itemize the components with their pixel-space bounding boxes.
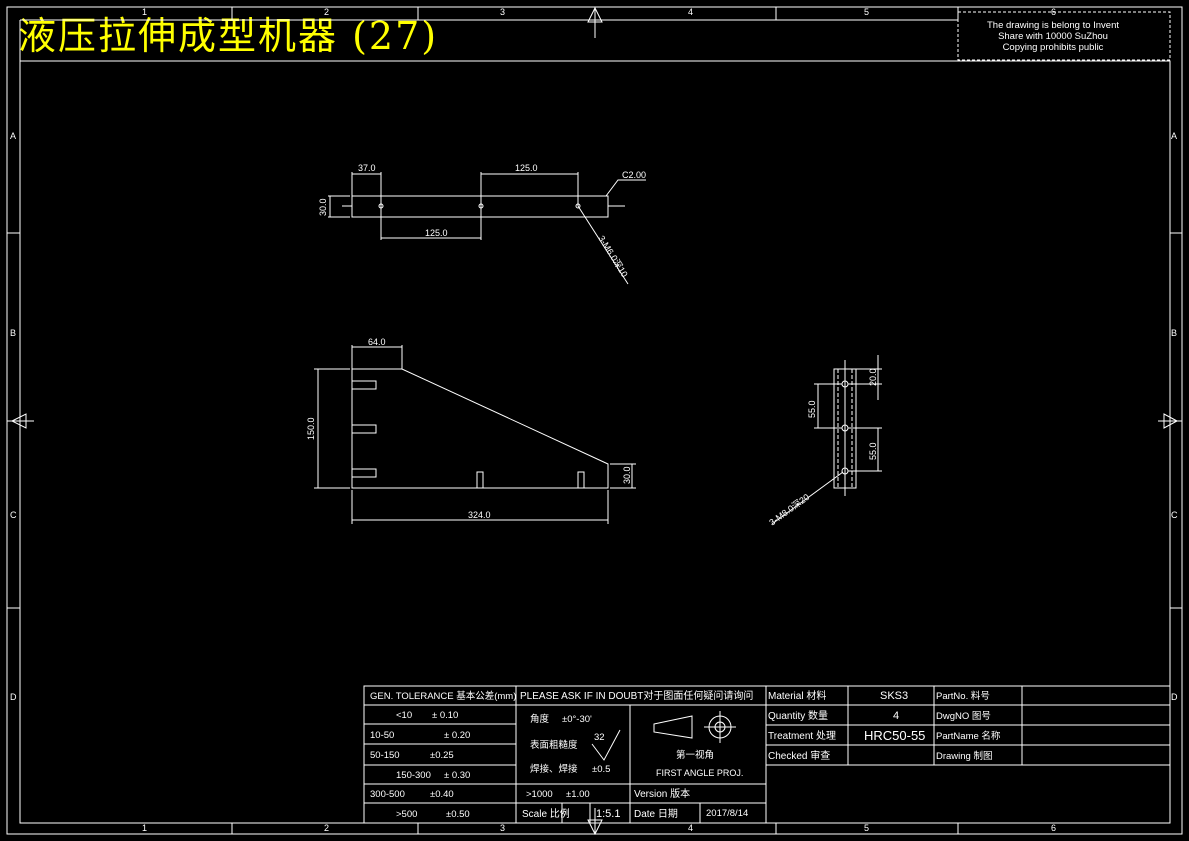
tol-range: 50-150 [370,750,400,761]
thread-callout: 3-M6.0深10 [596,234,629,279]
projection-cn: 第一视角 [676,749,714,761]
weld-value: ±0.5 [592,764,610,775]
date-label: Date 日期 [634,808,678,820]
projection-en: FIRST ANGLE PROJ. [656,768,743,778]
row-label: B [10,328,16,338]
dim-label: 150.0 [306,417,316,440]
quantity-label: Quantity 数量 [768,709,828,722]
watermark-line: Copying prohibits public [1003,42,1104,53]
gen-tolerance-label: GEN. TOLERANCE 基本公差(mm) [370,690,516,702]
over1000-value: ±1.00 [566,789,590,800]
col-label: 5 [864,823,869,833]
watermark-line: The drawing is belong to Invent [987,20,1119,31]
surface-label: 表面粗糙度 [530,739,578,751]
tol-range: 10-50 [370,730,394,741]
tol-value: ± 0.30 [444,770,470,781]
tol-range: 300-500 [370,789,405,800]
weld-label: 焊接、焊接 [530,763,578,775]
dim-label: 55.0 [807,400,817,418]
scale-value: 1:5.1 [596,808,620,820]
row-label: D [1171,692,1178,702]
tol-value: ± 0.10 [432,710,458,721]
quantity-value: 4 [893,710,899,722]
col-label: 3 [500,7,505,17]
watermark-box: The drawing is belong to Invent Share wi… [957,11,1171,61]
angle-label: 角度 [530,713,550,725]
material-value: SKS3 [880,690,908,702]
tol-value: ±0.50 [446,809,470,820]
col-label: 6 [1051,7,1056,17]
partname-label: PartName 名称 [936,730,1001,742]
row-label: D [10,692,17,702]
please-ask-label: PLEASE ASK IF IN DOUBT对于图面任何疑问请询问 [520,689,753,702]
scale-label: Scale 比例 [522,807,570,820]
row-label: B [1171,328,1177,338]
col-label: 1 [142,823,147,833]
tol-range: 150-300 [396,770,431,781]
over1000-label: >1000 [526,789,553,800]
col-label: 5 [864,7,869,17]
title-block-text: GEN. TOLERANCE 基本公差(mm) PLEASE ASK IF IN… [370,689,1001,820]
row-label: A [1171,131,1177,141]
dim-label: 37.0 [358,163,376,173]
col-label: 4 [688,823,693,833]
side-view: 20.0 55.0 55.0 3-M8.0深20 [767,355,882,528]
dim-label: 55.0 [868,442,878,460]
col-label: 6 [1051,823,1056,833]
watermark-line: Share with 10000 SuZhou [998,31,1108,42]
dim-label: 64.0 [368,337,386,347]
row-label: C [10,510,17,520]
top-view: 37.0 125.0 C2.00 30.0 125.0 3-M6.0深10 [318,163,646,285]
col-label: 2 [324,823,329,833]
col-label: 1 [142,7,147,17]
treatment-label: Treatment 处理 [768,730,836,742]
tol-value: ± 0.20 [444,730,470,741]
tol-range: >500 [396,809,417,820]
dim-label: 20.0 [868,368,878,386]
drawing-label: Drawing 制图 [936,750,993,762]
date-value: 2017/8/14 [706,808,748,819]
material-label: Material 材料 [768,689,826,702]
row-label: A [10,131,16,141]
col-label: 3 [500,823,505,833]
partno-label: PartNo. 料号 [936,690,990,702]
dim-label: 125.0 [425,228,448,238]
grid-labels: 1 2 3 4 5 6 1 2 3 4 5 6 A B C D A B C D [10,7,1178,833]
title-block [363,685,1171,824]
angle-value: ±0°-30' [562,714,592,725]
dim-label: 30.0 [622,466,632,484]
dim-label: 125.0 [515,163,538,173]
col-label: 2 [324,7,329,17]
dim-label: C2.00 [622,170,646,180]
treatment-value: HRC50-55 [864,728,925,743]
version-label: Version 版本 [634,787,690,800]
tol-value: ±0.25 [430,750,454,761]
tol-range: <10 [396,710,412,721]
col-label: 4 [688,7,693,17]
dim-label: 30.0 [318,198,328,216]
checked-label: Checked 审查 [768,749,830,762]
drawing-title: 液压拉伸成型机器 (27) [18,14,439,58]
outer-frame [6,6,1183,836]
dwgno-label: DwgNO 图号 [936,711,991,722]
dim-label: 324.0 [468,510,491,520]
front-view: 64.0 150.0 324.0 30.0 [306,337,636,524]
surface-value: 32 [594,732,605,743]
row-label: C [1171,510,1178,520]
thread-callout: 3-M8.0深20 [767,492,811,528]
tol-value: ±0.40 [430,789,454,800]
